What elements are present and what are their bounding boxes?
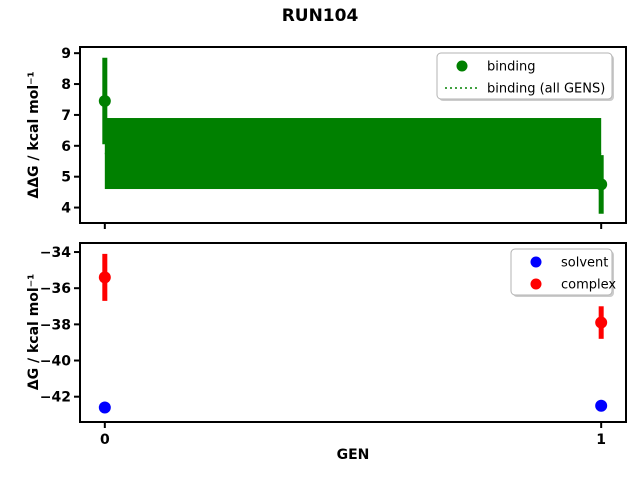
bottom-subplot: −42 −40 −38 −36 −34 0 1 solvent complex <box>40 242 627 448</box>
legend-label: binding (all GENS) <box>487 82 605 97</box>
y-tick-label: −36 <box>40 281 71 297</box>
legend-box <box>436 52 613 100</box>
legend-marker-circle <box>530 278 542 290</box>
legend-marker-circle <box>456 60 468 72</box>
binding-point <box>98 95 111 108</box>
axes-frame <box>79 46 627 224</box>
legend-label: complex <box>561 278 616 293</box>
y-tick-label: 8 <box>61 77 71 93</box>
legend-label: binding <box>487 60 535 75</box>
y-tick-label: −38 <box>40 317 71 333</box>
top-y-axis-label: ΔΔG / kcal mol⁻¹ <box>26 71 42 198</box>
y-tick-label: 7 <box>61 108 71 124</box>
complex-point <box>98 271 111 284</box>
figure-title: RUN104 <box>282 6 359 26</box>
bottom-y-axis-label: ΔG / kcal mol⁻¹ <box>26 274 42 390</box>
y-tick-label: 6 <box>61 139 71 155</box>
uncertainty-band <box>104 118 602 190</box>
y-tick-label: −42 <box>40 390 71 406</box>
x-tick-label: 1 <box>596 432 606 448</box>
y-tick-label: 5 <box>61 170 71 186</box>
x-tick-label: 0 <box>100 432 110 448</box>
top-subplot: 4 5 6 7 8 9 binding binding (all GENS) <box>61 46 627 229</box>
x-axis-label: GEN <box>337 447 370 463</box>
axes-frame <box>79 242 627 423</box>
solvent-point <box>98 401 111 414</box>
y-tick-label: 9 <box>61 46 71 62</box>
solvent-point <box>595 399 608 412</box>
complex-point <box>595 316 608 329</box>
legend-marker-circle <box>530 256 542 268</box>
y-tick-label: 4 <box>61 201 71 217</box>
y-tick-label: −40 <box>40 354 71 370</box>
y-tick-label: −34 <box>40 245 71 261</box>
binding-point <box>595 178 608 191</box>
legend-label: solvent <box>561 256 608 271</box>
